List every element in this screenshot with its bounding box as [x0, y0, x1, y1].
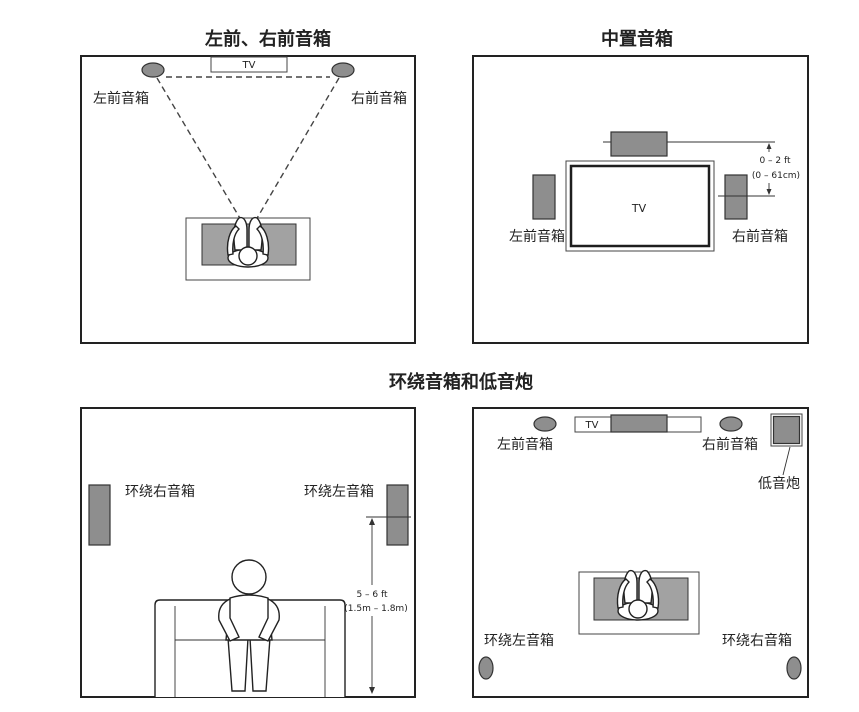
- front-speakers-panel: 左前、右前音箱 TV 左前音箱 右前音箱: [80, 28, 416, 344]
- front-right-speaker: [724, 174, 748, 220]
- surround-top-view-panel: TV 左前音箱 右前音箱 低音炮 环绕左音箱 环绕右音箱: [472, 407, 809, 698]
- listener-left-arm: [616, 578, 630, 609]
- surround-left-speaker: [386, 484, 409, 546]
- tv-screen: [569, 164, 711, 248]
- surround-side-view-panel: 环绕右音箱 环绕左音箱 5 – 6 ft (1.5m – 1.8m): [80, 407, 416, 698]
- front-left-speaker: [533, 416, 557, 432]
- listener-top-view: [226, 216, 270, 268]
- listener-right-arm: [646, 578, 660, 609]
- tv-label: TV: [585, 420, 599, 431]
- front-right-speaker: [719, 416, 743, 432]
- surround-right-speaker-label: 环绕右音箱: [125, 483, 195, 500]
- front-right-speaker-label: 右前音箱: [351, 90, 407, 107]
- listener-left-arm: [218, 597, 240, 642]
- front-left-speaker-label: 左前音箱: [509, 228, 565, 245]
- front-right-speaker-label: 右前音箱: [732, 228, 788, 245]
- surround-left-speaker-label: 环绕左音箱: [484, 632, 554, 649]
- surround-right-speaker: [88, 484, 111, 546]
- listener-left-leg: [227, 637, 249, 692]
- subwoofer-label: 低音炮: [758, 475, 800, 492]
- distance-arrow-up: [766, 143, 772, 149]
- listener-right-arm: [258, 597, 280, 642]
- center-speaker: [610, 131, 668, 157]
- surround-section-title: 环绕音箱和低音炮: [389, 371, 533, 393]
- listener-right-arm: [256, 225, 270, 256]
- front-left-speaker-label: 左前音箱: [93, 90, 149, 107]
- listener-right-leg: [249, 637, 271, 692]
- front-panel-frame: [80, 55, 416, 344]
- tv: [210, 56, 288, 73]
- listener-front-view: [218, 559, 280, 692]
- surround-left-speaker-label: 环绕左音箱: [304, 483, 374, 500]
- listener-head: [628, 599, 648, 619]
- subwoofer: [772, 415, 801, 445]
- listener-head: [231, 559, 267, 595]
- surround-left-speaker: [478, 656, 494, 680]
- front-left-speaker: [532, 174, 556, 220]
- center-panel-title: 中置音箱: [601, 28, 673, 50]
- listener-left-arm: [226, 225, 240, 256]
- height-arrow-up: [369, 518, 375, 525]
- listener-top-view: [616, 569, 660, 621]
- height-imperial: 5 – 6 ft: [356, 590, 388, 600]
- distance-imperial: 0 – 2 ft: [759, 156, 791, 166]
- surround-right-speaker-label: 环绕右音箱: [722, 632, 792, 649]
- front-right-speaker: [331, 62, 355, 78]
- tv-label: TV: [631, 202, 647, 215]
- listening-triangle-left: [156, 77, 242, 221]
- front-left-speaker-label: 左前音箱: [497, 436, 553, 453]
- front-left-speaker: [141, 62, 165, 78]
- tv-label: TV: [242, 60, 256, 71]
- top-view-panel-frame: [472, 407, 809, 698]
- listening-triangle-right: [255, 77, 340, 221]
- listener-head: [238, 246, 258, 266]
- subwoofer-leader-line: [782, 446, 791, 476]
- front-panel-title: 左前、右前音箱: [205, 28, 331, 50]
- front-right-speaker-label: 右前音箱: [702, 436, 758, 453]
- height-arrow-down: [369, 687, 375, 694]
- distance-metric: (0 – 61cm): [752, 171, 800, 181]
- center-speaker: [610, 414, 668, 433]
- height-metric: (1.5m – 1.8m): [344, 604, 407, 614]
- center-speaker-panel: 中置音箱 TV 0 – 2 ft (0 – 61cm) 左前音箱 右前音箱: [472, 28, 809, 344]
- distance-arrow-down: [766, 189, 772, 195]
- surround-right-speaker: [786, 656, 802, 680]
